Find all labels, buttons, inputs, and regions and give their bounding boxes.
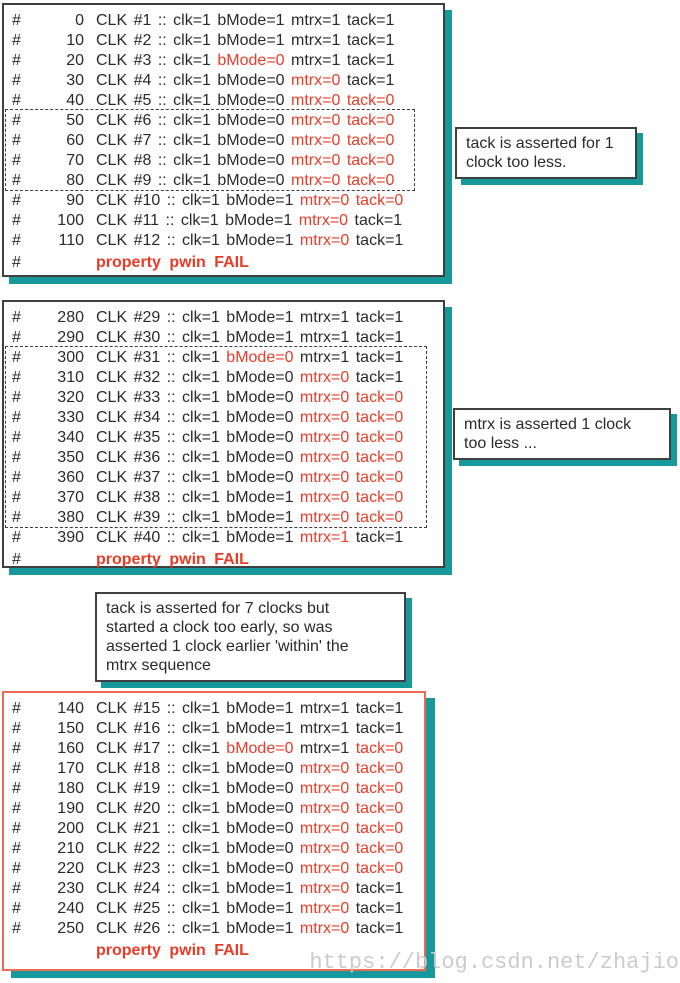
property-fail-line: #property pwin FAIL <box>12 254 249 271</box>
callout-tack-too-early: tack is asserted for 7 clocks but starte… <box>95 592 406 682</box>
callout-mtrx-too-short: mtrx is asserted 1 clock too less ... <box>453 408 671 460</box>
property-fail-line: #property pwin FAIL <box>12 551 249 568</box>
property-fail-line: property pwin FAIL <box>96 942 249 959</box>
callout-tack-too-short: tack is asserted for 1 clock too less. <box>455 127 637 179</box>
